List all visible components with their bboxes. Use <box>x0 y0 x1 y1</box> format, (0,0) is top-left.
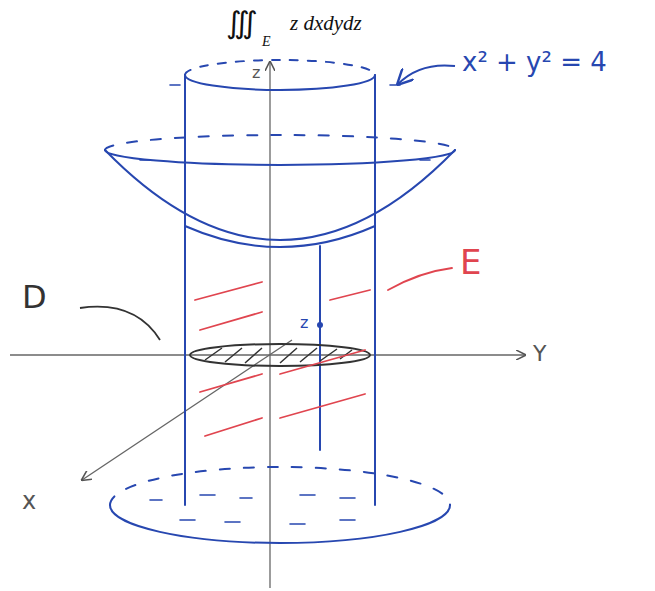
region-hatching <box>330 290 370 300</box>
region-label: D <box>22 280 47 315</box>
paraboloid-bowl <box>105 150 455 240</box>
cylinder-top-front <box>185 75 375 90</box>
axis-label: Y <box>533 342 546 366</box>
point-dot <box>317 322 323 328</box>
intersection-curve <box>185 226 375 247</box>
region-label: E <box>460 244 481 281</box>
region-hatching <box>205 418 262 436</box>
cylinder-side <box>374 75 376 505</box>
region-d <box>190 344 370 366</box>
axis-label: z <box>252 64 260 82</box>
vertical-segment <box>319 246 321 450</box>
region-hatching <box>200 312 262 330</box>
y-axis <box>10 354 525 355</box>
cylinder-equation: x² + y² = 4 <box>462 48 607 77</box>
bottom-rim-front <box>110 505 450 543</box>
integral-sign: ∭ <box>226 6 258 39</box>
paraboloid-rim-back <box>105 135 455 150</box>
leader-line <box>388 268 452 290</box>
region-hatching <box>280 350 365 374</box>
cylinder-side <box>184 75 186 505</box>
surface-dashes <box>150 495 355 524</box>
leader-arrow <box>398 65 455 84</box>
surface-dashes <box>140 85 430 160</box>
cylinder-top-back <box>185 60 375 75</box>
point-label: z <box>300 314 308 332</box>
integral-subscript: E <box>262 34 271 49</box>
leader-line <box>80 307 160 340</box>
x-axis <box>82 340 292 480</box>
z-axis <box>269 62 270 588</box>
region-hatching <box>200 374 262 392</box>
region-hatching <box>195 282 262 300</box>
integrand: z dxdydz <box>290 12 362 35</box>
axis-label: x <box>22 488 36 514</box>
region-hatching <box>280 394 365 418</box>
paraboloid-rim-front <box>105 150 455 165</box>
